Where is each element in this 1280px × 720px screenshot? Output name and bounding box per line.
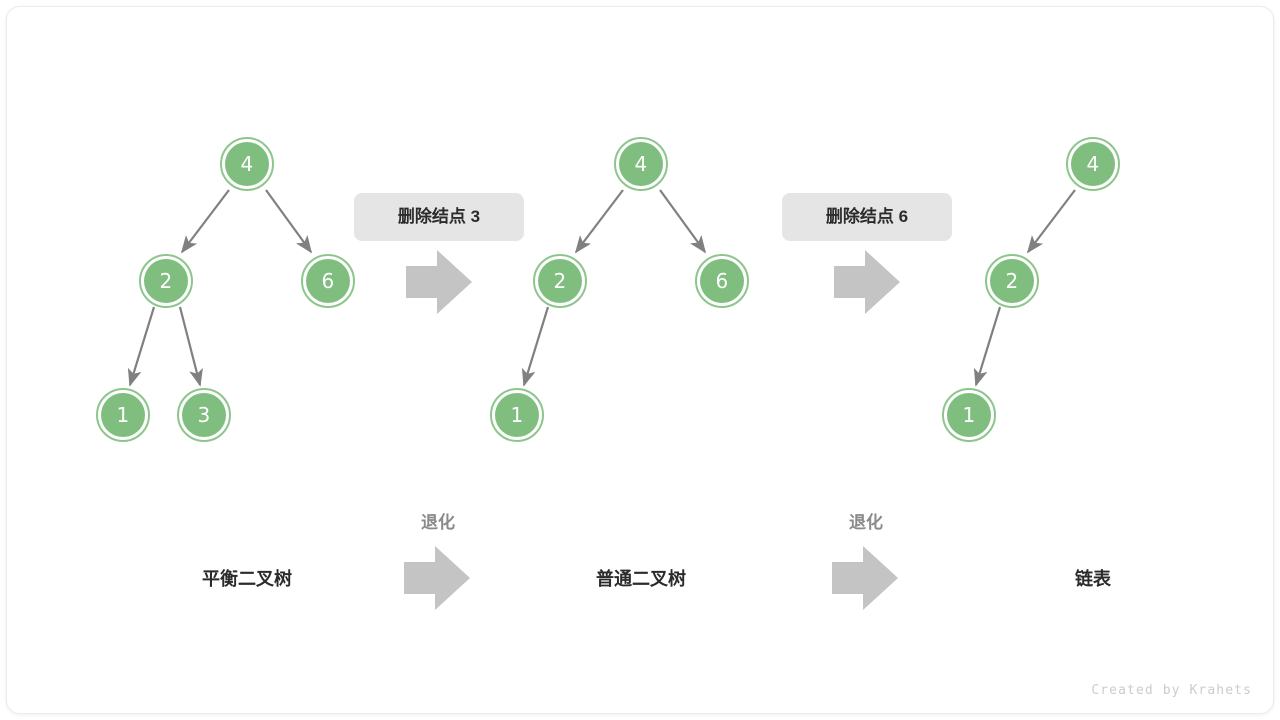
node-value: 6 — [321, 269, 335, 293]
credit-text: Created by Krahets — [1091, 683, 1252, 698]
node-disc — [619, 142, 663, 186]
stage-3-edges — [973, 189, 1076, 387]
tree-node[interactable]: 4 — [220, 137, 274, 191]
tree-node[interactable]: 4 — [1066, 137, 1120, 191]
tree-node[interactable]: 6 — [695, 254, 749, 308]
node-disc — [538, 259, 582, 303]
stage-1-edges — [127, 189, 313, 387]
node-value: 1 — [962, 403, 976, 427]
tree-node[interactable]: 1 — [490, 388, 544, 442]
node-disc — [144, 259, 188, 303]
node-disc — [947, 393, 991, 437]
figure-card — [6, 6, 1274, 714]
node-disc — [306, 259, 350, 303]
tree-node[interactable]: 6 — [301, 254, 355, 308]
node-disc — [495, 393, 539, 437]
node-value: 4 — [240, 152, 254, 176]
tree-node[interactable]: 2 — [139, 254, 193, 308]
node-value: 1 — [510, 403, 524, 427]
node-disc — [182, 393, 226, 437]
node-value: 4 — [634, 152, 648, 176]
edge-2-to-1 — [127, 306, 156, 387]
caption-ordinary-binary-tree: 普通二叉树 — [596, 569, 686, 589]
node-value: 3 — [197, 403, 211, 427]
node-value: 1 — [116, 403, 130, 427]
edge-2-to-3 — [178, 306, 203, 387]
tree-node[interactable]: 1 — [942, 388, 996, 442]
edge-2-to-1 — [521, 306, 550, 387]
tree-node[interactable]: 3 — [177, 388, 231, 442]
node-disc — [700, 259, 744, 303]
node-value: 2 — [159, 269, 173, 293]
edge-4-to-6 — [265, 189, 313, 254]
tree-node[interactable]: 1 — [96, 388, 150, 442]
node-disc — [101, 393, 145, 437]
stage-2-edges — [521, 189, 707, 387]
degenerate-label-1: 退化 — [421, 513, 455, 532]
tree-node[interactable]: 4 — [614, 137, 668, 191]
delete-node-6-label: 删除结点 6 — [782, 193, 952, 241]
edge-4-to-2 — [180, 189, 230, 254]
caption-linked-list: 链表 — [1075, 569, 1111, 589]
edge-4-to-6 — [659, 189, 707, 254]
node-disc — [225, 142, 269, 186]
edge-2-to-1 — [973, 306, 1002, 387]
node-disc — [990, 259, 1034, 303]
node-value: 2 — [553, 269, 567, 293]
delete-node-3-label: 删除结点 3 — [354, 193, 524, 241]
node-value: 6 — [715, 269, 729, 293]
degenerate-label-2: 退化 — [849, 513, 883, 532]
edge-4-to-2 — [574, 189, 624, 254]
caption-balanced-binary-tree: 平衡二叉树 — [202, 569, 292, 589]
block-arrow-transition-2 — [834, 250, 900, 314]
tree-node[interactable]: 2 — [985, 254, 1039, 308]
tree-node[interactable]: 2 — [533, 254, 587, 308]
node-disc — [1071, 142, 1115, 186]
block-arrow-transition-1 — [406, 250, 472, 314]
node-value: 2 — [1005, 269, 1019, 293]
node-value: 4 — [1086, 152, 1100, 176]
block-arrow-caption-2 — [832, 546, 898, 610]
block-arrow-caption-1 — [404, 546, 470, 610]
edge-4-to-2 — [1026, 189, 1076, 254]
